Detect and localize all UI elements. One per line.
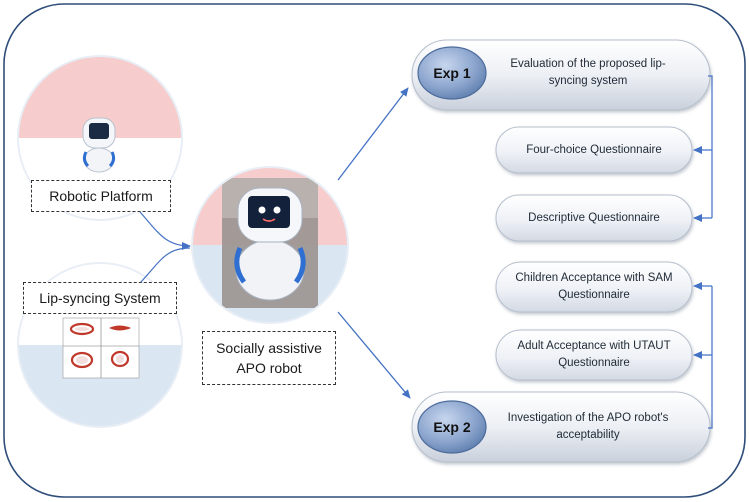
four-choice-text: Four-choice Questionnaire [526, 144, 662, 156]
arrow-to-exp2 [337, 311, 411, 399]
children-acceptance-text: Children Acceptance with SAM Questionnai… [496, 270, 692, 304]
children-acceptance-line2: Questionnaire [558, 289, 630, 301]
adult-acceptance-pill [495, 329, 693, 381]
apo-robot-label-line2: APO robot [236, 360, 302, 376]
exp1-badge [417, 46, 487, 100]
exp2-description: Investigation of the APO robot's accepta… [488, 410, 688, 444]
exp1-bracket [708, 75, 713, 218]
exp1-description: Evaluation of the proposed lip- syncing … [488, 56, 688, 90]
arrow-to-exp1 [337, 87, 409, 181]
adult-acceptance-line1: Adult Acceptance with UTAUT [517, 340, 671, 352]
apo-robot-circle [192, 167, 348, 323]
lip-syncing-label: Lip-syncing System [23, 282, 177, 314]
exp2-description-line2: acceptability [556, 429, 620, 441]
lipsync-connector [139, 247, 191, 284]
lip-grid-image [62, 317, 140, 379]
platform-connector [139, 211, 191, 250]
exp2-bracket [708, 286, 713, 429]
adult-acceptance-text: Adult Acceptance with UTAUT Questionnair… [496, 338, 692, 372]
exp1-pill [411, 39, 711, 111]
four-choice-pill [495, 126, 693, 174]
exp2-description-line1: Investigation of the APO robot's [507, 412, 669, 424]
adult-acceptance-line2: Questionnaire [558, 357, 630, 369]
exp2-tag: Exp 2 [433, 419, 471, 435]
apo-robot-label: Socially assistive APO robot [202, 331, 336, 385]
exp2-pill [411, 391, 711, 463]
exp2-badge [417, 400, 487, 454]
children-acceptance-line1: Children Acceptance with SAM [515, 272, 673, 284]
exp1-tag: Exp 1 [433, 65, 471, 81]
apo-robot-label-line1: Socially assistive [216, 340, 322, 356]
exp1-description-line1: Evaluation of the proposed lip- [510, 58, 666, 70]
exp1-description-line2: syncing system [548, 75, 628, 87]
robotic-platform-label: Robotic Platform [31, 180, 171, 212]
children-acceptance-pill [495, 261, 693, 313]
small-robot-icon [82, 117, 116, 173]
descriptive-pill [495, 194, 693, 242]
descriptive-text: Descriptive Questionnaire [528, 212, 660, 224]
